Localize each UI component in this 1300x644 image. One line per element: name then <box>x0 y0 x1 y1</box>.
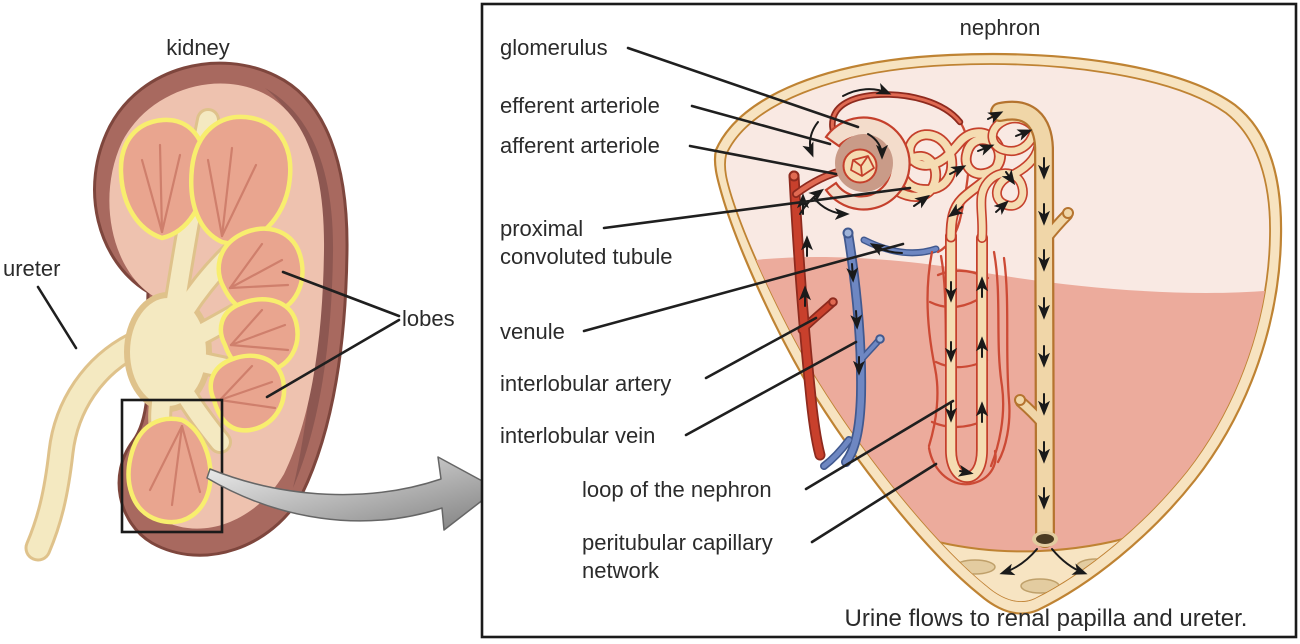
ureter-leader-line <box>36 285 78 350</box>
kidney-illustration: kidney ureter lobes <box>3 35 498 562</box>
glomerulus-structure <box>824 116 911 211</box>
lobes-leader-line-1 <box>281 270 401 318</box>
lobes-leader-line-2 <box>265 318 401 399</box>
venule-label: venule <box>500 319 565 344</box>
loop-of-nephron-label: loop of the nephron <box>582 477 772 502</box>
peritubular-label-line1: peritubular capillary <box>582 530 773 555</box>
papilla-duct-opening <box>1036 534 1054 544</box>
nephron-title: nephron <box>960 15 1041 40</box>
ureter-tube <box>27 331 151 559</box>
loop-leader <box>804 399 955 491</box>
interlobular-vein-leader <box>684 340 858 437</box>
tuft-capillaries <box>850 155 875 177</box>
venule-vessel <box>860 236 940 257</box>
lobe-top <box>189 114 293 246</box>
peritubular-leader <box>810 462 938 544</box>
lobe-striations <box>140 143 290 507</box>
interlobular-artery-vessel <box>788 170 838 461</box>
kidney-title: kidney <box>166 35 230 60</box>
glomerulus-label: glomerulus <box>500 35 608 60</box>
proximal-leader <box>602 186 912 230</box>
efferent-arteriole-label: efferent arteriole <box>500 93 660 118</box>
afferent-arteriole-label: afferent arteriole <box>500 133 660 158</box>
magnify-arrow <box>206 456 498 531</box>
glomerulus-leader <box>626 46 860 129</box>
interlobular-artery-leader <box>704 316 818 380</box>
urine-flow-caption: Urine flows to renal papilla and ureter. <box>845 605 1248 632</box>
peritubular-label-line2: network <box>582 558 660 583</box>
interlobular-artery-label: interlobular artery <box>500 371 671 396</box>
ureter-label: ureter <box>3 256 60 281</box>
flow-arrows <box>797 83 1088 576</box>
zoom-region-rectangle <box>120 398 224 534</box>
lobes-label: lobes <box>402 306 455 331</box>
lobe-right-lower <box>208 353 287 433</box>
proximal-tubule-label-line2: convoluted tubule <box>500 244 672 269</box>
nephron-leader-lines <box>582 46 955 544</box>
proximal-tubule-label-line1: proximal <box>500 216 583 241</box>
nephron-labels: glomerulus efferent arteriole afferent a… <box>500 35 1247 632</box>
efferent-leader <box>690 104 832 146</box>
venule-leader <box>582 242 905 333</box>
kidney-lobes <box>118 114 305 525</box>
afferent-leader <box>688 144 838 176</box>
lobe-bottom <box>126 416 213 525</box>
nephron-panel: nephron <box>480 2 1298 639</box>
loop-of-nephron-tubule <box>945 230 988 484</box>
collecting-duct <box>990 100 1074 548</box>
interlobular-vein-label: interlobular vein <box>500 423 655 448</box>
